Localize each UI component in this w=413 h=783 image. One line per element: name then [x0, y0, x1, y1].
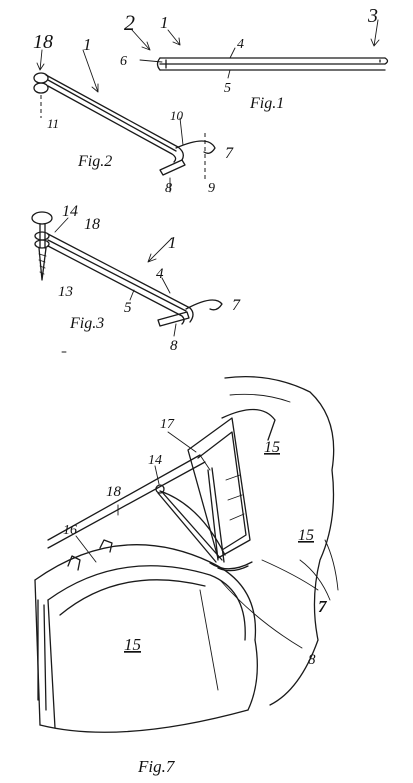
fig7-label-16: 16 — [63, 523, 77, 538]
fig3-label-8: 8 — [170, 338, 178, 354]
fig2-hook-rod — [33, 49, 216, 193]
fig3-label-4: 4 — [156, 266, 164, 282]
fig3-label-1: 1 — [168, 233, 177, 252]
fig2-label-1: 1 — [83, 35, 92, 54]
fig2-caption: Fig.2 — [77, 153, 112, 170]
fig2-label-7: 7 — [225, 145, 234, 162]
fig2-label-9: 9 — [208, 181, 215, 196]
fig1-label-1: 1 — [160, 13, 169, 32]
fig1-label-2: 2 — [124, 10, 135, 35]
fig7-label-8: 8 — [308, 652, 316, 668]
fig2-label-18: 18 — [33, 31, 53, 53]
fig7-label-14: 14 — [148, 453, 162, 468]
fig3-label-5: 5 — [124, 300, 132, 316]
fig3-caption: Fig.3 — [69, 315, 104, 332]
fig1-label-6: 6 — [120, 54, 127, 69]
fig7-label-15-top: 15 — [264, 439, 280, 456]
fig1-label-4: 4 — [237, 37, 244, 52]
fig7-label-7: 7 — [318, 597, 328, 616]
fig7-caption: Fig.7 — [137, 757, 176, 776]
fig7-label-15-bottom: 15 — [124, 635, 141, 654]
fig7-label-17: 17 — [160, 417, 175, 432]
fig3-label-14: 14 — [62, 203, 78, 220]
fig3-label-13: 13 — [58, 284, 73, 300]
fig3-hook-with-nail — [31, 211, 223, 337]
fig7-label-18: 18 — [106, 484, 122, 500]
fig3-label-18: 18 — [84, 216, 100, 233]
fig7-roof-scene — [34, 375, 339, 733]
fig1-label-3: 3 — [367, 5, 378, 27]
fig1-label-5: 5 — [224, 81, 231, 96]
fig2-label-10: 10 — [170, 108, 184, 123]
fig7-label-15-right: 15 — [298, 527, 314, 544]
fig2-label-8: 8 — [165, 181, 172, 196]
fig1-caption: Fig.1 — [249, 95, 284, 112]
fig3-label-7: 7 — [232, 297, 241, 314]
fig2-label-11: 11 — [47, 116, 59, 131]
fig1-rod-assembly — [131, 19, 389, 79]
